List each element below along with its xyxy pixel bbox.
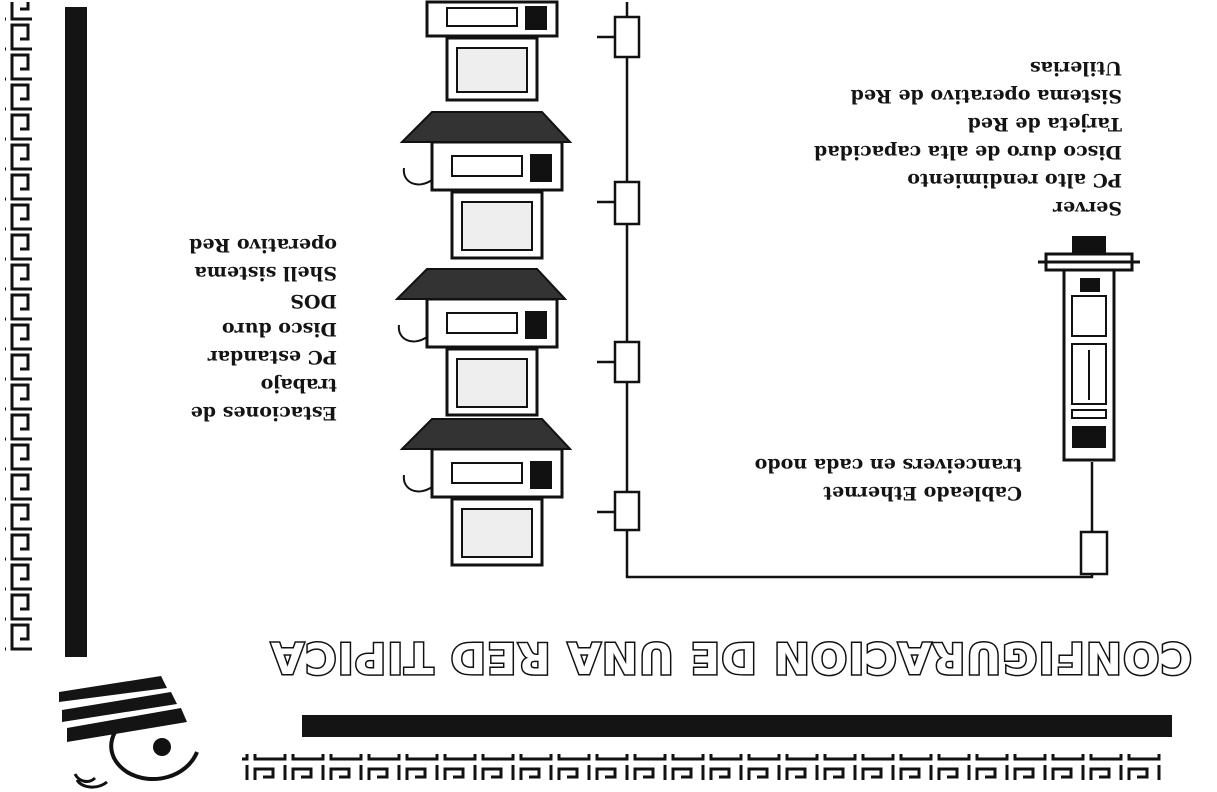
workstation-icon — [407, 0, 567, 102]
server-spec: Utilerias — [814, 54, 1122, 82]
server-spec: Sistema operativo de Red — [814, 82, 1122, 110]
workstation-icon — [392, 417, 572, 567]
workstation-line: operativo Red — [189, 231, 337, 259]
workstation-line: Disco duro — [189, 315, 337, 343]
server-label: Server — [814, 194, 1122, 222]
transceiver-node — [615, 492, 639, 530]
transceiver-server — [1081, 532, 1107, 574]
caption-line: tranceivers en cada nodo — [755, 451, 1022, 479]
transceiver-node — [615, 17, 639, 57]
server-spec: Tarjeta de Red — [814, 110, 1122, 138]
workstation-description: Estaciones de trabajo PC estandar Disco … — [189, 231, 337, 427]
workstation-line: DOS — [189, 287, 337, 315]
network-caption: Cableado Ethernet tranceivers en cada no… — [755, 451, 1022, 507]
workstation-line: trabajo — [189, 371, 337, 399]
workstation-line: Estaciones de — [189, 399, 337, 427]
transceiver-node — [615, 342, 639, 382]
workstation-icon — [387, 267, 567, 417]
workstation-line: Shell sistema — [189, 259, 337, 287]
server-description: Server PC alto rendimiento Disco duro de… — [814, 54, 1122, 222]
caption-line: Cableado Ethernet — [755, 479, 1022, 507]
server-spec: Disco duro de alta capacidad — [814, 138, 1122, 166]
workstation-line: PC estandar — [189, 343, 337, 371]
transceiver-node — [615, 182, 639, 224]
workstation-icon — [392, 110, 572, 260]
server-spec: PC alto rendimiento — [814, 166, 1122, 194]
server-tower-icon — [1032, 232, 1142, 462]
